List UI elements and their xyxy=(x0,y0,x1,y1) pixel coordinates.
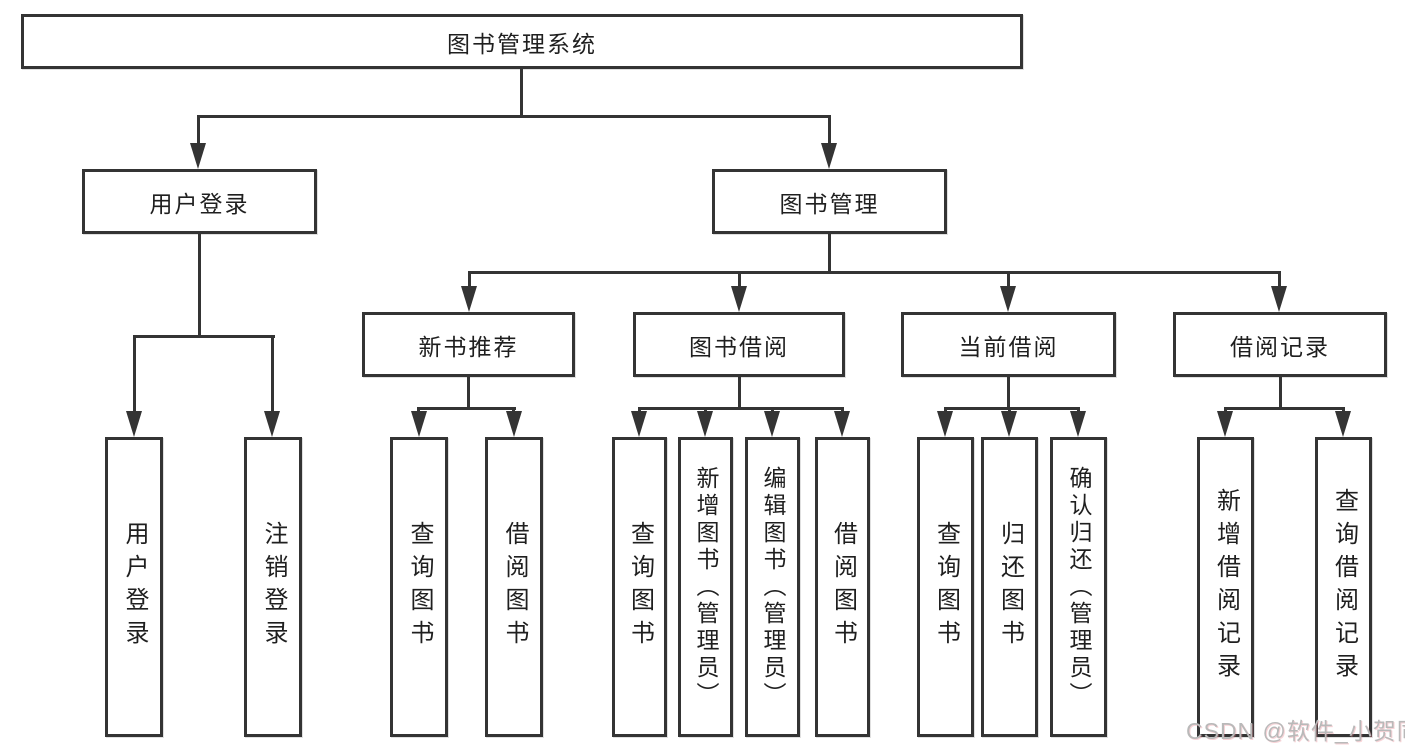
connector-root-stem xyxy=(520,69,523,118)
node-book-management: 图书管理 xyxy=(712,169,947,234)
node-leaf-query-borrow-record: 查询借阅记录 xyxy=(1315,437,1372,737)
connector-logout-leaf-drop xyxy=(271,335,274,413)
node-leaf-edit-books-admin-label: 编辑图书（管理员） xyxy=(760,465,786,709)
connector-g5-leaf1-drop xyxy=(1224,407,1227,414)
node-new-book-recommend: 新书推荐 xyxy=(362,312,575,377)
connector-level3-bar xyxy=(468,271,1281,274)
connector-g5-stem xyxy=(1279,377,1282,410)
connector-level1-bar xyxy=(197,115,831,118)
connector-g3-leaf4-drop xyxy=(841,407,844,414)
node-leaf-query-borrow-record-label: 查询借阅记录 xyxy=(1330,488,1358,686)
connector-g4-bar xyxy=(944,407,1080,410)
arrow-down-icon xyxy=(937,411,953,437)
node-leaf-confirm-return-admin: 确认归还（管理员） xyxy=(1050,437,1107,737)
node-leaf-confirm-return-admin-label: 确认归还（管理员） xyxy=(1066,465,1092,709)
node-leaf-user-login-label: 用户登录 xyxy=(121,521,148,653)
node-book-borrowing-label: 图书借阅 xyxy=(689,333,789,360)
arrow-down-icon xyxy=(821,143,837,169)
node-leaf-edit-books-admin: 编辑图书（管理员） xyxy=(745,437,800,737)
node-leaf-query-books-1-label: 查询图书 xyxy=(406,521,433,653)
arrow-down-icon xyxy=(1335,411,1351,437)
node-leaf-return-books-label: 归还图书 xyxy=(996,521,1024,653)
connector-g5-leaf2-drop xyxy=(1342,407,1345,414)
connector-g4-leaf3-drop xyxy=(1077,407,1080,414)
node-leaf-logout: 注销登录 xyxy=(244,437,302,737)
arrow-down-icon xyxy=(1217,411,1233,437)
arrow-down-icon xyxy=(190,143,206,169)
arrow-down-icon xyxy=(1070,411,1086,437)
connector-g3-leaf2-drop xyxy=(704,407,707,414)
node-leaf-query-books-3: 查询图书 xyxy=(917,437,974,737)
node-leaf-borrow-books-2: 借阅图书 xyxy=(815,437,870,737)
node-new-book-recommend-label: 新书推荐 xyxy=(418,333,519,360)
node-leaf-borrow-books-2-label: 借阅图书 xyxy=(829,521,857,653)
connector-g3-leaf3-drop xyxy=(771,407,774,414)
csdn-watermark: CSDN @软件_小贺同学 xyxy=(1186,718,1405,744)
connector-records-drop xyxy=(1278,271,1281,287)
node-leaf-query-books-2-label: 查询图书 xyxy=(626,521,654,653)
arrow-down-icon xyxy=(506,411,522,437)
node-root: 图书管理系统 xyxy=(21,14,1023,69)
node-leaf-query-books-3-label: 查询图书 xyxy=(932,521,960,653)
arrow-down-icon xyxy=(1271,286,1287,312)
node-current-borrowing: 当前借阅 xyxy=(901,312,1116,377)
node-leaf-query-books-2: 查询图书 xyxy=(612,437,667,737)
node-leaf-add-books-admin: 新增图书（管理员） xyxy=(678,437,733,737)
node-leaf-add-borrow-record: 新增借阅记录 xyxy=(1197,437,1254,737)
connector-g2-stem xyxy=(467,377,470,410)
arrow-down-icon xyxy=(697,411,713,437)
connector-user-login-drop xyxy=(197,115,200,145)
arrow-down-icon xyxy=(1000,286,1016,312)
connector-user-login-bar xyxy=(133,335,275,338)
node-leaf-return-books: 归还图书 xyxy=(981,437,1038,737)
node-borrowing-records: 借阅记录 xyxy=(1173,312,1387,377)
arrow-down-icon xyxy=(834,411,850,437)
node-user-login: 用户登录 xyxy=(82,169,317,234)
node-book-borrowing: 图书借阅 xyxy=(633,312,845,377)
node-borrowing-records-label: 借阅记录 xyxy=(1230,333,1330,360)
node-root-label: 图书管理系统 xyxy=(447,30,597,57)
connector-g3-bar xyxy=(638,407,844,410)
connector-new-books-drop xyxy=(468,271,471,287)
node-book-management-label: 图书管理 xyxy=(779,190,880,217)
arrow-down-icon xyxy=(126,411,142,437)
node-leaf-borrow-books-1: 借阅图书 xyxy=(485,437,543,737)
connector-login-leaf-drop xyxy=(133,335,136,413)
connector-g2-bar xyxy=(417,407,516,410)
connector-borrowing-drop xyxy=(738,271,741,287)
connector-current-drop xyxy=(1007,271,1010,287)
connector-book-mgmt-stem xyxy=(828,234,831,273)
arrow-down-icon xyxy=(1001,411,1017,437)
arrow-down-icon xyxy=(411,411,427,437)
node-leaf-user-login: 用户登录 xyxy=(105,437,163,737)
node-leaf-logout-label: 注销登录 xyxy=(260,521,287,653)
connector-g4-stem xyxy=(1007,377,1010,410)
connector-g2-leaf2-drop xyxy=(512,407,515,414)
connector-book-mgmt-drop xyxy=(828,115,831,145)
arrow-down-icon xyxy=(764,411,780,437)
node-leaf-borrow-books-1-label: 借阅图书 xyxy=(501,521,528,653)
node-current-borrowing-label: 当前借阅 xyxy=(958,333,1059,360)
node-leaf-add-borrow-record-label: 新增借阅记录 xyxy=(1212,488,1240,686)
node-leaf-add-books-admin-label: 新增图书（管理员） xyxy=(693,465,719,709)
connector-g4-leaf1-drop xyxy=(944,407,947,414)
node-leaf-query-books-1: 查询图书 xyxy=(390,437,448,737)
connector-g3-leaf1-drop xyxy=(638,407,641,414)
connector-user-login-stem xyxy=(198,233,201,337)
node-user-login-label: 用户登录 xyxy=(149,190,250,217)
connector-g4-leaf2-drop xyxy=(1008,407,1011,414)
connector-g5-bar xyxy=(1224,407,1345,410)
arrow-down-icon xyxy=(461,286,477,312)
connector-g3-stem xyxy=(738,377,741,410)
connector-g2-leaf1-drop xyxy=(417,407,420,414)
arrow-down-icon xyxy=(731,286,747,312)
arrow-down-icon xyxy=(631,411,647,437)
arrow-down-icon xyxy=(264,411,280,437)
